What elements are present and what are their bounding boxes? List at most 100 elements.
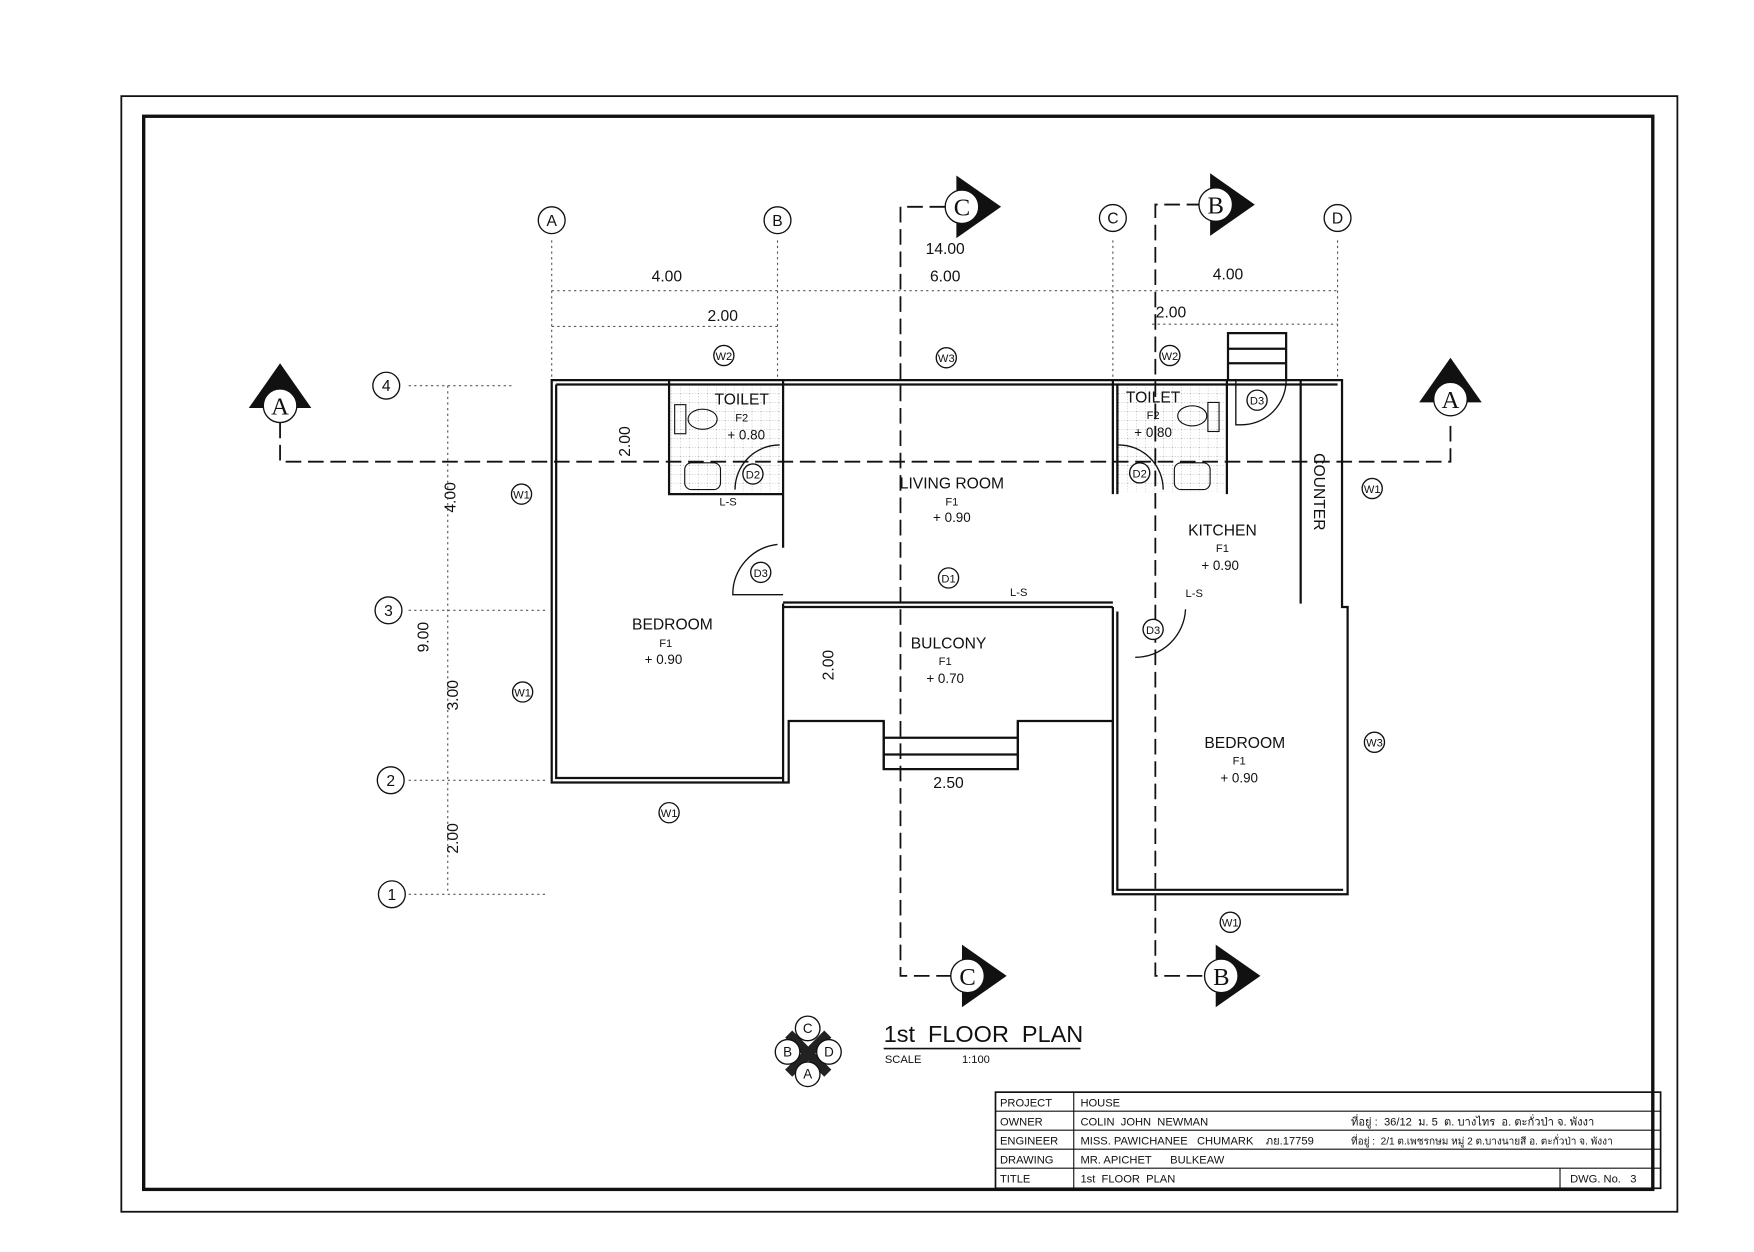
svg-text:C: C — [1107, 211, 1118, 228]
dim-toilet-right: 2.00 — [1156, 304, 1187, 321]
svg-text:LIVING ROOM: LIVING ROOM — [900, 476, 1004, 493]
svg-text:W2: W2 — [715, 351, 732, 363]
svg-text:B: B — [783, 1044, 792, 1059]
svg-text:A: A — [546, 213, 557, 230]
dim-a-b: 4.00 — [652, 269, 683, 286]
svg-text:BEDROOM: BEDROOM — [632, 616, 713, 633]
door-tag-d1: D1 — [937, 567, 960, 589]
svg-text:F1: F1 — [945, 496, 958, 508]
dim-b-c: 6.00 — [930, 269, 961, 286]
doors — [732, 380, 1287, 658]
svg-text:COLIN JOHN NEWMAN: COLIN JOHN NEWMAN — [1080, 1117, 1208, 1129]
svg-text:F1: F1 — [1216, 543, 1229, 555]
door-tag-d3-bedroom: D3 — [750, 561, 772, 584]
walls — [550, 332, 1349, 896]
svg-text:ที่อยู่ : 2/1 ต.เพชรกษม หมู่: ที่อยู่ : 2/1 ต.เพชรกษม หมู่ 2 ต.บางนายส… — [1351, 1134, 1613, 1148]
dim-c-d: 4.00 — [1213, 266, 1244, 283]
switch-tag: L-S — [719, 496, 736, 508]
key-plan-icon: C B D A — [774, 1015, 842, 1088]
svg-text:1: 1 — [387, 887, 396, 904]
door-tag-d3-bedroom-right: D3 — [1142, 618, 1164, 641]
svg-text:+ 0.80: + 0.80 — [727, 427, 765, 442]
svg-text:W1: W1 — [1222, 918, 1239, 930]
grid-bubble-c: C — [1098, 203, 1127, 233]
svg-text:W1: W1 — [513, 490, 530, 502]
svg-text:C: C — [954, 195, 970, 222]
svg-text:MR. APICHET BULKEAW: MR. APICHET BULKEAW — [1080, 1155, 1224, 1167]
section-marker-a-right: A — [1419, 357, 1482, 417]
room-kitchen: KITCHEN F1 + 0.90 — [1188, 522, 1257, 573]
window-tag-w2-right: W2 — [1159, 344, 1181, 367]
svg-text:+ 0.80: + 0.80 — [1134, 425, 1172, 440]
svg-text:DRAWING: DRAWING — [1000, 1155, 1054, 1167]
grid-bubble-2: 2 — [376, 766, 405, 795]
svg-text:D1: D1 — [941, 573, 955, 585]
svg-text:W3: W3 — [1366, 738, 1383, 750]
room-bedroom-left: BEDROOM F1 + 0.90 — [632, 616, 713, 667]
svg-text:F1: F1 — [659, 638, 672, 650]
sheet-inner-border — [142, 114, 1655, 1192]
counter-label: COUNTER — [1310, 453, 1327, 530]
svg-text:F1: F1 — [939, 656, 952, 668]
section-marker-b-top: B — [1198, 173, 1255, 236]
svg-text:C: C — [803, 1021, 813, 1036]
dim-toilet-left: 2.00 — [708, 308, 739, 325]
scale-label: SCALE — [885, 1054, 922, 1066]
svg-text:TOILET: TOILET — [1126, 389, 1181, 406]
svg-text:F1: F1 — [1233, 756, 1246, 768]
switch-tag: L-S — [1010, 587, 1027, 599]
window-tag-w1-left-lower: W1 — [511, 681, 534, 703]
room-living: LIVING ROOM F1 + 0.90 — [900, 476, 1004, 526]
door-tag-d2-right: D2 — [1128, 462, 1151, 484]
window-tag-w1-bottom-right: W1 — [1219, 911, 1241, 933]
svg-text:A: A — [803, 1067, 812, 1082]
svg-text:B: B — [772, 213, 782, 230]
dimension-lines — [408, 240, 1339, 895]
drawing-title: 1st FLOOR PLAN — [884, 1021, 1084, 1047]
title-block: PROJECT HOUSE OWNER COLIN JOHN NEWMAN ที… — [994, 1091, 1662, 1190]
svg-text:PROJECT: PROJECT — [1000, 1098, 1052, 1110]
window-tag-w1-left-upper: W1 — [510, 483, 533, 505]
svg-text:TITLE: TITLE — [1000, 1174, 1030, 1186]
svg-text:1st FLOOR PLAN: 1st FLOOR PLAN — [1080, 1174, 1175, 1186]
svg-text:B: B — [1208, 193, 1224, 220]
svg-text:B: B — [1213, 964, 1229, 991]
svg-text:3: 3 — [384, 603, 393, 620]
svg-text:D3: D3 — [754, 568, 768, 580]
svg-text:+ 0.70: + 0.70 — [926, 671, 964, 686]
svg-text:OWNER: OWNER — [1000, 1117, 1043, 1129]
svg-text:W1: W1 — [1364, 484, 1381, 496]
svg-text:D3: D3 — [1250, 396, 1264, 408]
svg-text:D: D — [1332, 211, 1343, 228]
svg-text:D2: D2 — [1133, 468, 1147, 480]
dim-3-2: 3.00 — [445, 680, 462, 711]
svg-text:F2: F2 — [735, 412, 748, 424]
window-tag-w3-top: W3 — [935, 346, 958, 369]
dim-overall: 14.00 — [926, 241, 965, 258]
svg-text:A: A — [1442, 387, 1460, 414]
room-bulcony: BULCONY F1 + 0.70 — [911, 635, 987, 686]
svg-text:D: D — [824, 1044, 834, 1059]
svg-text:DWG. No. 3: DWG. No. 3 — [1570, 1174, 1636, 1186]
section-lines — [279, 203, 1452, 977]
svg-text:W2: W2 — [1162, 351, 1179, 363]
section-marker-c-bottom: C — [950, 944, 1007, 1008]
svg-text:C: C — [959, 964, 975, 991]
svg-text:D2: D2 — [746, 469, 760, 481]
room-toilet-left: TOILET F2 + 0.80 — [715, 392, 770, 443]
grid-bubble-1: 1 — [377, 880, 406, 909]
svg-text:KITCHEN: KITCHEN — [1188, 522, 1257, 539]
grid-bubble-a: A — [537, 206, 566, 235]
room-toilet-right: TOILET F2 + 0.80 — [1126, 389, 1181, 440]
section-marker-a-left: A — [248, 363, 312, 424]
window-tag-w1-right: W1 — [1361, 477, 1383, 500]
svg-text:HOUSE: HOUSE — [1080, 1098, 1120, 1110]
dim-4-3: 4.00 — [443, 482, 460, 513]
grid-bubble-3: 3 — [374, 596, 403, 625]
svg-text:ENGINEER: ENGINEER — [1000, 1136, 1058, 1148]
toilet-fixtures — [674, 401, 1220, 491]
svg-text:TOILET: TOILET — [715, 392, 770, 409]
scale-value: 1:100 — [962, 1054, 990, 1066]
dim-bulcony: 2.00 — [820, 650, 837, 681]
